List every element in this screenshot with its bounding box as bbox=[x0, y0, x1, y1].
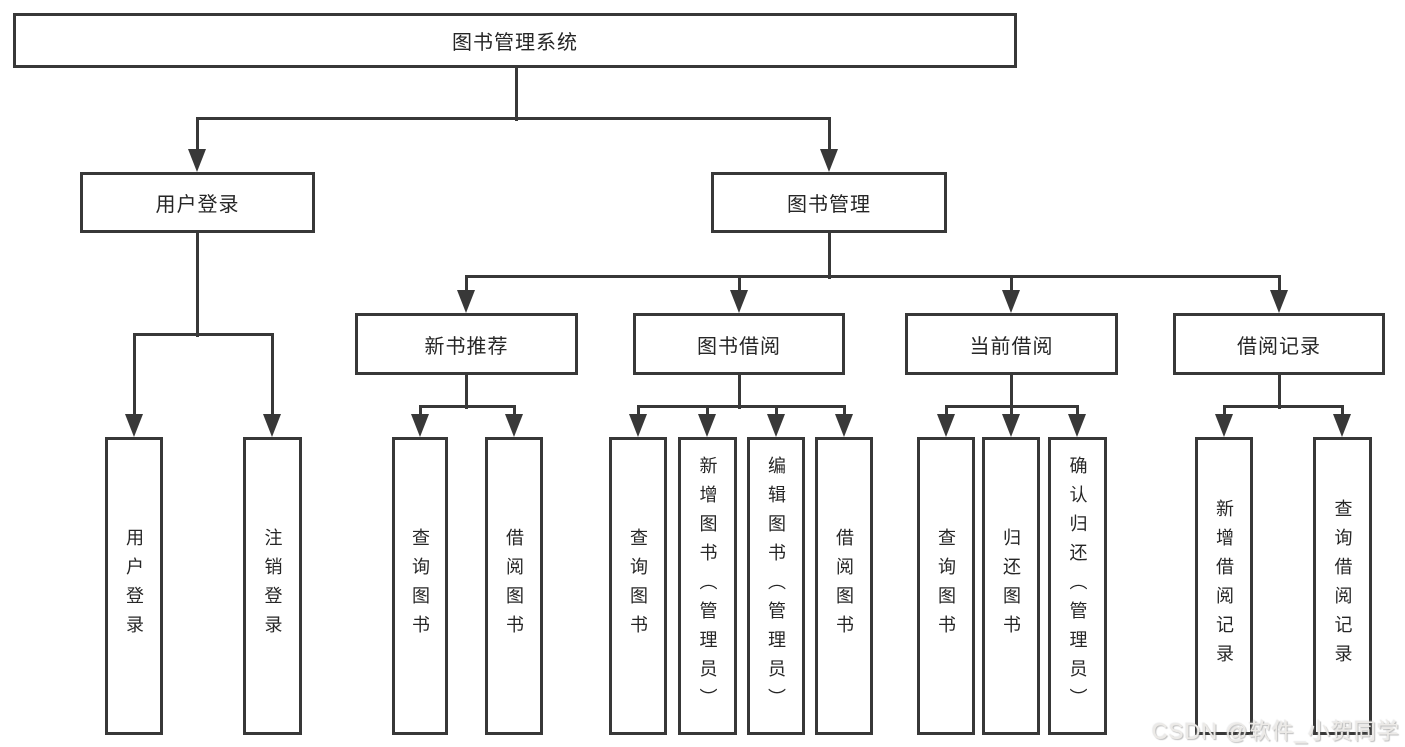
connector-line-vertical bbox=[515, 68, 518, 121]
node-label: 新书推荐 bbox=[424, 335, 509, 358]
connector-line-horizontal bbox=[465, 275, 1281, 278]
leaf-label: 注销登录 bbox=[262, 528, 283, 644]
node-label: 借阅记录 bbox=[1237, 335, 1321, 358]
connector-line-vertical bbox=[196, 118, 199, 155]
leaf-label: 借阅图书 bbox=[504, 528, 524, 644]
leaf-return-books: 归还图书 bbox=[982, 437, 1040, 735]
arrow-down-icon bbox=[457, 290, 475, 313]
connector-line-vertical bbox=[465, 276, 468, 298]
leaf-query-books-borrowing: 查询图书 bbox=[609, 437, 667, 735]
connector-line-vertical bbox=[706, 406, 709, 420]
node-new-book-recommend: 新书推荐 bbox=[355, 313, 578, 375]
leaf-label: 新增图书（管理员） bbox=[697, 455, 718, 717]
leaf-borrow-books: 借阅图书 bbox=[815, 437, 873, 735]
connector-line-vertical bbox=[513, 406, 516, 420]
node-label: 图书管理系统 bbox=[452, 32, 578, 54]
node-current-borrowing: 当前借阅 bbox=[905, 313, 1118, 375]
connector-line-vertical bbox=[271, 334, 274, 420]
connector-line-vertical bbox=[945, 406, 948, 420]
connector-line-vertical bbox=[843, 406, 846, 420]
arrow-down-icon bbox=[1068, 414, 1086, 437]
connector-line-horizontal bbox=[637, 405, 846, 408]
connector-line-vertical bbox=[1278, 276, 1281, 298]
connector-line-vertical bbox=[637, 406, 640, 420]
connector-line-horizontal bbox=[945, 405, 1079, 408]
arrow-down-icon bbox=[730, 290, 748, 313]
arrow-down-icon bbox=[629, 414, 647, 437]
node-library-management-system: 图书管理系统 bbox=[13, 13, 1017, 68]
node-label: 图书借阅 bbox=[697, 335, 781, 358]
connector-line-vertical bbox=[738, 375, 741, 409]
leaf-label: 确认归还（管理员） bbox=[1067, 455, 1088, 717]
node-book-borrowing: 图书借阅 bbox=[633, 313, 845, 375]
arrow-down-icon bbox=[937, 414, 955, 437]
arrow-down-icon bbox=[1002, 414, 1020, 437]
leaf-label: 归还图书 bbox=[1001, 528, 1021, 644]
leaf-label: 查询图书 bbox=[628, 528, 648, 644]
leaf-label: 查询图书 bbox=[936, 528, 956, 644]
arrow-down-icon bbox=[1270, 290, 1288, 313]
node-label: 图书管理 bbox=[787, 194, 871, 216]
arrow-down-icon bbox=[505, 414, 523, 437]
connector-line-vertical bbox=[828, 118, 831, 155]
connector-line-horizontal bbox=[133, 333, 274, 336]
leaf-confirm-return-admin: 确认归还（管理员） bbox=[1048, 437, 1107, 735]
connector-line-vertical bbox=[1010, 276, 1013, 298]
connector-line-vertical bbox=[196, 233, 199, 337]
leaf-edit-book-admin: 编辑图书（管理员） bbox=[747, 437, 805, 735]
node-book-management: 图书管理 bbox=[711, 172, 947, 233]
connector-line-horizontal bbox=[419, 405, 516, 408]
arrow-down-icon bbox=[820, 149, 838, 172]
leaf-query-borrow-record: 查询借阅记录 bbox=[1313, 437, 1372, 735]
arrow-down-icon bbox=[835, 414, 853, 437]
arrow-down-icon bbox=[1002, 290, 1020, 313]
leaf-label: 编辑图书（管理员） bbox=[766, 455, 786, 717]
leaf-label: 查询借阅记录 bbox=[1332, 499, 1353, 673]
leaf-add-book-admin: 新增图书（管理员） bbox=[678, 437, 737, 735]
connector-line-vertical bbox=[775, 406, 778, 420]
leaf-query-books-recommend: 查询图书 bbox=[392, 437, 448, 735]
node-borrowing-records: 借阅记录 bbox=[1173, 313, 1385, 375]
arrow-down-icon bbox=[263, 414, 281, 437]
watermark: CSDN @软件_小贺同学 bbox=[1151, 719, 1400, 744]
arrow-down-icon bbox=[1215, 414, 1233, 437]
connector-line-vertical bbox=[133, 334, 136, 420]
arrow-down-icon bbox=[698, 414, 716, 437]
connector-line-horizontal bbox=[196, 117, 831, 120]
arrow-down-icon bbox=[767, 414, 785, 437]
arrow-down-icon bbox=[125, 414, 143, 437]
node-label: 当前借阅 bbox=[969, 335, 1054, 358]
arrow-down-icon bbox=[188, 149, 206, 172]
connector-line-vertical bbox=[465, 375, 468, 409]
arrow-down-icon bbox=[411, 414, 429, 437]
leaf-borrow-books-recommend: 借阅图书 bbox=[485, 437, 543, 735]
node-user-login: 用户登录 bbox=[80, 172, 315, 233]
leaf-label: 用户登录 bbox=[124, 528, 144, 644]
leaf-add-borrow-record: 新增借阅记录 bbox=[1195, 437, 1253, 735]
connector-line-vertical bbox=[419, 406, 422, 420]
connector-line-vertical bbox=[1278, 375, 1281, 409]
connector-line-vertical bbox=[738, 276, 741, 298]
connector-line-vertical bbox=[1341, 406, 1344, 420]
connector-line-vertical bbox=[1010, 406, 1013, 420]
connector-line-vertical bbox=[1223, 406, 1226, 420]
leaf-query-books-current: 查询图书 bbox=[917, 437, 975, 735]
node-label: 用户登录 bbox=[155, 194, 240, 216]
leaf-label: 借阅图书 bbox=[834, 528, 854, 644]
arrow-down-icon bbox=[1333, 414, 1351, 437]
leaf-label: 新增借阅记录 bbox=[1214, 499, 1234, 673]
leaf-user-login: 用户登录 bbox=[105, 437, 163, 735]
connector-line-vertical bbox=[1010, 375, 1013, 409]
leaf-logout: 注销登录 bbox=[243, 437, 302, 735]
leaf-label: 查询图书 bbox=[410, 528, 430, 644]
connector-line-vertical bbox=[828, 233, 831, 279]
connector-line-vertical bbox=[1076, 406, 1079, 420]
connector-line-horizontal bbox=[1223, 405, 1344, 408]
